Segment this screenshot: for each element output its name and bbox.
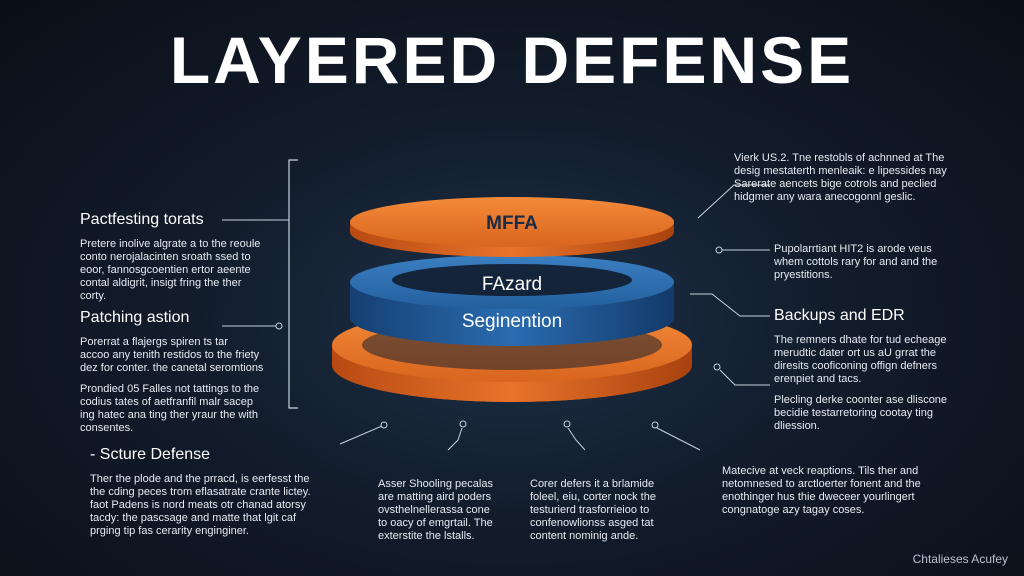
layer-middle-upper-label: FAzard: [482, 274, 542, 295]
connector-bottom-4: [656, 427, 701, 451]
left-block-1-line: corty.: [80, 290, 107, 302]
connector-bottom-4-dot: [651, 421, 659, 429]
bottom-left-line: tacdy: the pascsage and matte that lgit …: [90, 512, 297, 524]
bottom-mid-2-line: foleel, eiu, corter nock the: [530, 491, 656, 503]
credit-text: Chtalieses Acufey: [912, 552, 1008, 566]
right-block-3-line: becidie testarretoring cootay ting: [774, 407, 933, 419]
left-block-2-line: accoo any tenith restidos to the friety: [80, 349, 260, 361]
layer-top-label: MFFA: [486, 213, 538, 234]
right-block-3-line: dliession.: [774, 420, 820, 432]
right-block-3-line: diresits cooficoning offign defners: [774, 360, 938, 372]
bottom-mid-1-line: exterstite the lstalls.: [378, 530, 475, 542]
left-block-2-line: codius tates of aetfranfil malr sacep: [80, 396, 254, 408]
left-block-1-line: Pretere inolive algrate a to the reoule: [80, 238, 261, 250]
left-block-2-line: Prondied 05 Falles not tattings to the: [80, 383, 260, 395]
connector-left-dot: [275, 322, 283, 330]
right-block-2-line: Pupolarrtiant HIT2 is arode veus: [774, 243, 932, 255]
page-title: LAYERED DEFENSE: [169, 23, 855, 97]
bottom-left-line: prging tip fas cerarity enginginer.: [90, 525, 249, 537]
right-block-3-line: merudtic dater ort us aU grrat the: [774, 347, 937, 359]
right-block-3: Backups and EDR The remners dhate for tu…: [774, 306, 984, 433]
connector-bottom-1-dot: [380, 421, 388, 429]
connector-bottom-2-dot: [459, 420, 467, 428]
right-block-1-line: hidgmer any wara anecogonnl geslic.: [734, 191, 916, 203]
connector-bottom-1: [339, 425, 383, 445]
bottom-mid-2-line: testurierd trasforrieioo to: [530, 504, 650, 516]
right-block-1-line: Sarerate aencets bige cotrols and peclie…: [734, 178, 937, 190]
left-block-1: Pactfesting torats Pretere inolive algra…: [80, 210, 290, 303]
right-block-2-line: pryestitions.: [774, 269, 833, 281]
connector-right-3: [690, 293, 770, 317]
layer-top-disk: [350, 197, 674, 257]
bottom-mid-block-1: Asser Shooling pecalas are matting aird …: [378, 478, 508, 543]
bottom-left-heading: - Scture Defense: [90, 446, 211, 463]
bottom-left-block: - Scture Defense Ther the plode and the …: [90, 445, 330, 538]
left-block-1-line: contal aldigrit, insigt fring the ther: [80, 277, 242, 289]
right-block-2-line: whem cottols rary for and and the: [774, 256, 938, 268]
bottom-mid-2-line: Corer defers it a brlamide: [530, 478, 655, 490]
bottom-left-line: Ther the plode and the prracd, is eerfes…: [90, 473, 310, 485]
right-block-2: Pupolarrtiant HIT2 is arode veus whem co…: [774, 243, 974, 282]
connector-right-4: [719, 369, 770, 386]
left-block-1-heading: Pactfesting torats: [80, 211, 204, 228]
right-block-3-line: The remners dhate for tud echeage: [774, 334, 947, 346]
bottom-right-line: congnatoge azy tagay coses.: [722, 504, 865, 516]
left-block-2-line: consentes.: [80, 422, 134, 434]
bottom-right-line: Matecive at veck reaptions. Tils ther an…: [722, 465, 919, 477]
connector-right-1: [697, 184, 770, 219]
right-block-3-heading: Backups and EDR: [774, 307, 905, 324]
left-block-2-line: ing hatec ana ting ther yraur the with: [80, 409, 258, 421]
connector-bottom-3-dot: [563, 420, 571, 428]
bottom-mid-1-line: ovsthelnellerassa cone: [378, 504, 490, 516]
bottom-mid-1-line: to oacy of emgrtail. The: [378, 517, 493, 529]
left-block-2-line: Porerrat a flajergs spiren ts tar: [80, 336, 228, 348]
connector-right-4-dot: [713, 363, 721, 371]
left-block-1-line: conto nerojalacinten sroath ssed to: [80, 251, 251, 263]
left-block-2-line: dez for conter. the canetal seromtions: [80, 362, 264, 374]
bottom-right-block: Matecive at veck reaptions. Tils ther an…: [722, 465, 962, 517]
connector-bottom-3: [567, 427, 586, 451]
layer-middle-lower-label: Seginention: [462, 311, 562, 332]
bottom-mid-1-line: Asser Shooling pecalas: [378, 478, 493, 490]
bottom-right-line: netomnesed to arctloerter fonent and the: [722, 478, 921, 490]
layer-middle-disk: [350, 255, 674, 346]
bottom-mid-2-line: content nominig ande.: [530, 530, 639, 542]
right-block-1-line: Vierk US.2. Tne restobls of achnned at T…: [734, 152, 945, 164]
bottom-right-line: enothinger hus thie dweceer yourlingert: [722, 491, 915, 503]
left-block-2: Patching astion Porerrat a flajergs spir…: [80, 308, 290, 435]
right-block-1: Vierk US.2. Tne restobls of achnned at T…: [734, 152, 974, 204]
connector-right-2-dot: [715, 246, 723, 254]
bottom-mid-block-2: Corer defers it a brlamide foleel, eiu, …: [530, 478, 680, 543]
right-block-1-line: desig mestaterth menleaik: e lipessides …: [734, 165, 947, 177]
left-bracket: [288, 159, 298, 409]
bottom-mid-1-line: are matting aird poders: [378, 491, 492, 503]
bottom-left-line: faot Padens is nord meats otr chanad ato…: [90, 499, 306, 511]
connector-bottom-2: [447, 427, 463, 451]
left-block-2-heading: Patching astion: [80, 309, 190, 326]
right-block-3-line: erenpiet and tacs.: [774, 373, 862, 385]
left-block-1-line: eoor, fannosgcoentien ertor aeente: [80, 264, 251, 276]
bottom-mid-2-line: confenowlionss asged tat: [530, 517, 654, 529]
bottom-left-line: the cding peces trom eflasatrate crante …: [90, 486, 311, 498]
right-block-3-line: Plecling derke coonter ase dliscone: [774, 394, 948, 406]
